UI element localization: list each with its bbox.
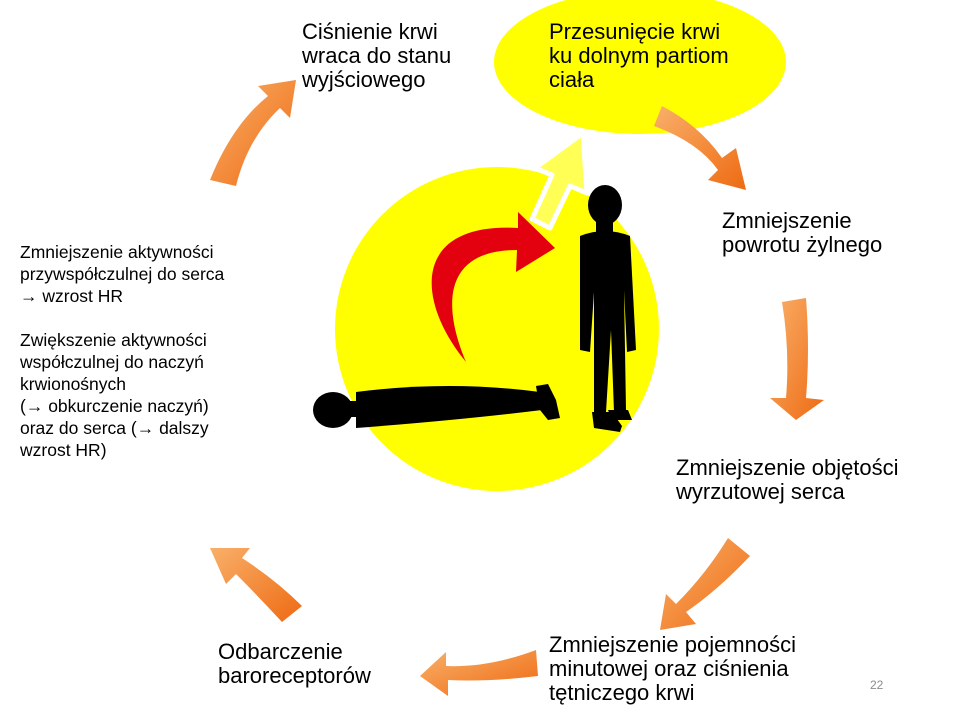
- step-cardiac-output: Zmniejszenie pojemności minutowej oraz c…: [549, 633, 796, 705]
- step-stroke-volume: Zmniejszenie objętości wyrzutowej serca: [676, 456, 899, 504]
- step-pressure-returns: Ciśnienie krwi wraca do stanu wyjścioweg…: [302, 20, 451, 92]
- cycle-arrow-4: [660, 538, 750, 630]
- response-parasympathetic: Zmniejszenie aktywności przywspółczulnej…: [20, 241, 224, 307]
- step-venous-return: Zmniejszenie powrotu żylnego: [722, 209, 882, 257]
- cycle-arrow-6: [210, 548, 302, 622]
- response-sympathetic: Zwiększenie aktywności współczulnej do n…: [20, 329, 209, 461]
- step-blood-shift: Przesunięcie krwi ku dolnym partiom ciał…: [549, 20, 729, 92]
- cycle-arrow-5: [420, 650, 538, 696]
- cycle-arrow-3: [770, 298, 824, 420]
- page-number: 22: [870, 678, 883, 692]
- cycle-arrow-1: [210, 80, 296, 186]
- step-baroreceptors: Odbarczenie baroreceptorów: [218, 640, 371, 688]
